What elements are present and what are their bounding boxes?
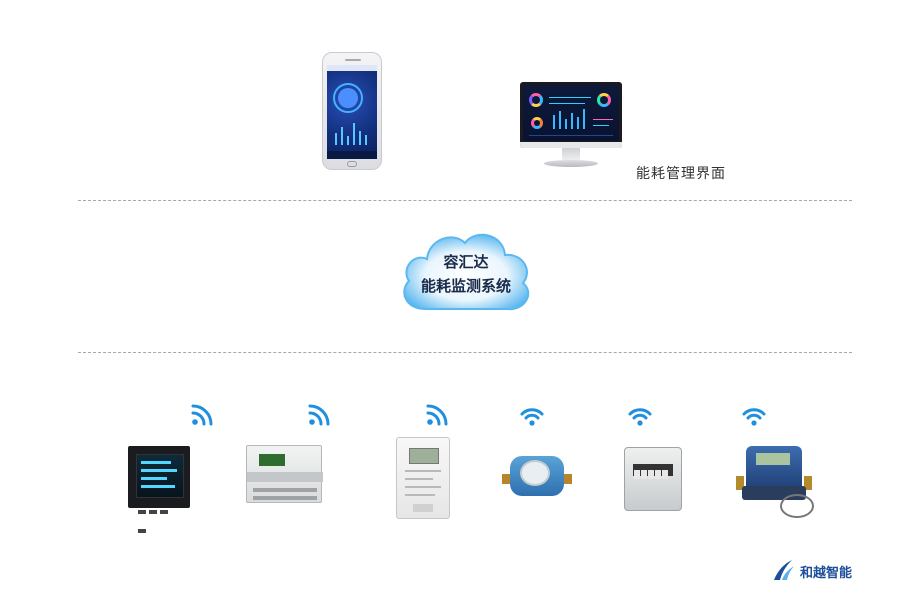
meter-strip [247,472,323,482]
meter-rail [253,488,317,492]
monitor-stand-base [544,160,598,167]
dashboard-line [549,97,591,98]
phone-chart-bar [353,123,355,145]
top-divider [78,200,852,201]
lcd-row [141,469,177,472]
phone-chart-bar [347,136,349,145]
ultrasonic-heat-meter-icon [736,440,820,522]
meter-label-line [405,486,441,488]
meter-pipe [502,474,512,484]
lcd-row [141,461,171,464]
phone-nav-bar [327,151,377,159]
phone-gauge-core [338,88,358,108]
dashboard-donut [597,93,611,107]
meter-pipe [562,474,572,484]
meter-pipe [804,476,812,490]
phone-speaker [345,59,361,61]
multifunction-power-meter-icon [128,446,190,533]
meter-lcd [409,448,439,464]
wifi-icon [308,404,330,426]
phone-chart-bar [359,131,361,145]
dashboard-bar [553,115,555,129]
phone-chart-bar [341,127,343,145]
wifi-icon [191,404,213,426]
wifi-icon [628,408,652,426]
cloud-system-name: 能耗监测系统 [420,277,511,295]
meter-counter-window [633,464,673,479]
brand-logo-icon [774,560,794,580]
phone-screen [327,65,377,159]
meter-terminal [413,504,433,512]
dashboard-line [529,135,613,136]
smart-water-meter-icon [502,450,572,502]
meter-label-line [405,470,441,472]
wifi-icon [426,404,448,426]
phone-status-bar [327,65,377,71]
dashboard-line [593,119,613,120]
cloud-icon [403,234,530,311]
monitor-stand-neck [562,148,580,160]
din-rail-energy-meter-icon [246,445,323,503]
meter-dial [520,460,550,486]
dashboard-donut [531,117,543,129]
wifi-icon [520,408,544,426]
dashboard-bar [565,119,567,129]
cloud-brand-name: 容汇达 [443,253,489,271]
brand-logo-text: 和越智能 [800,566,853,581]
cloud-system-label: 容汇达 能耗监测系统 [395,250,537,298]
meter-pipe [736,476,744,490]
monitor-chin [520,142,622,148]
dashboard-bar [577,117,579,129]
dashboard-bar [559,111,561,129]
mobile-app-phone [322,52,382,170]
bottom-divider [78,352,852,353]
meter-label-line [405,494,435,496]
lcd-row [141,477,167,480]
phone-chart-bar [335,133,337,145]
wifi-icon [742,408,766,426]
meter-lcd [259,454,285,466]
phone-home-button [347,161,357,167]
dashboard-screen [523,85,619,141]
dashboard-bar [571,113,573,129]
meter-keys [138,499,180,533]
lcd-row [141,485,175,488]
management-interface-label: 能耗管理界面 [636,166,726,182]
meter-rail [253,496,317,500]
meter-lcd [756,453,790,465]
three-phase-electric-meter-icon [396,437,450,519]
desktop-monitor [520,82,622,148]
dashboard-line [549,103,585,104]
phone-chart-bar [365,135,367,145]
gas-meter-icon [624,447,682,511]
dashboard-bar [583,109,585,129]
phone-gauge-ring [333,83,363,113]
meter-label-line [405,478,433,480]
dashboard-donut [529,93,543,107]
dashboard-line [593,125,609,126]
meter-lcd [136,454,184,498]
sensor-wire [780,494,814,518]
